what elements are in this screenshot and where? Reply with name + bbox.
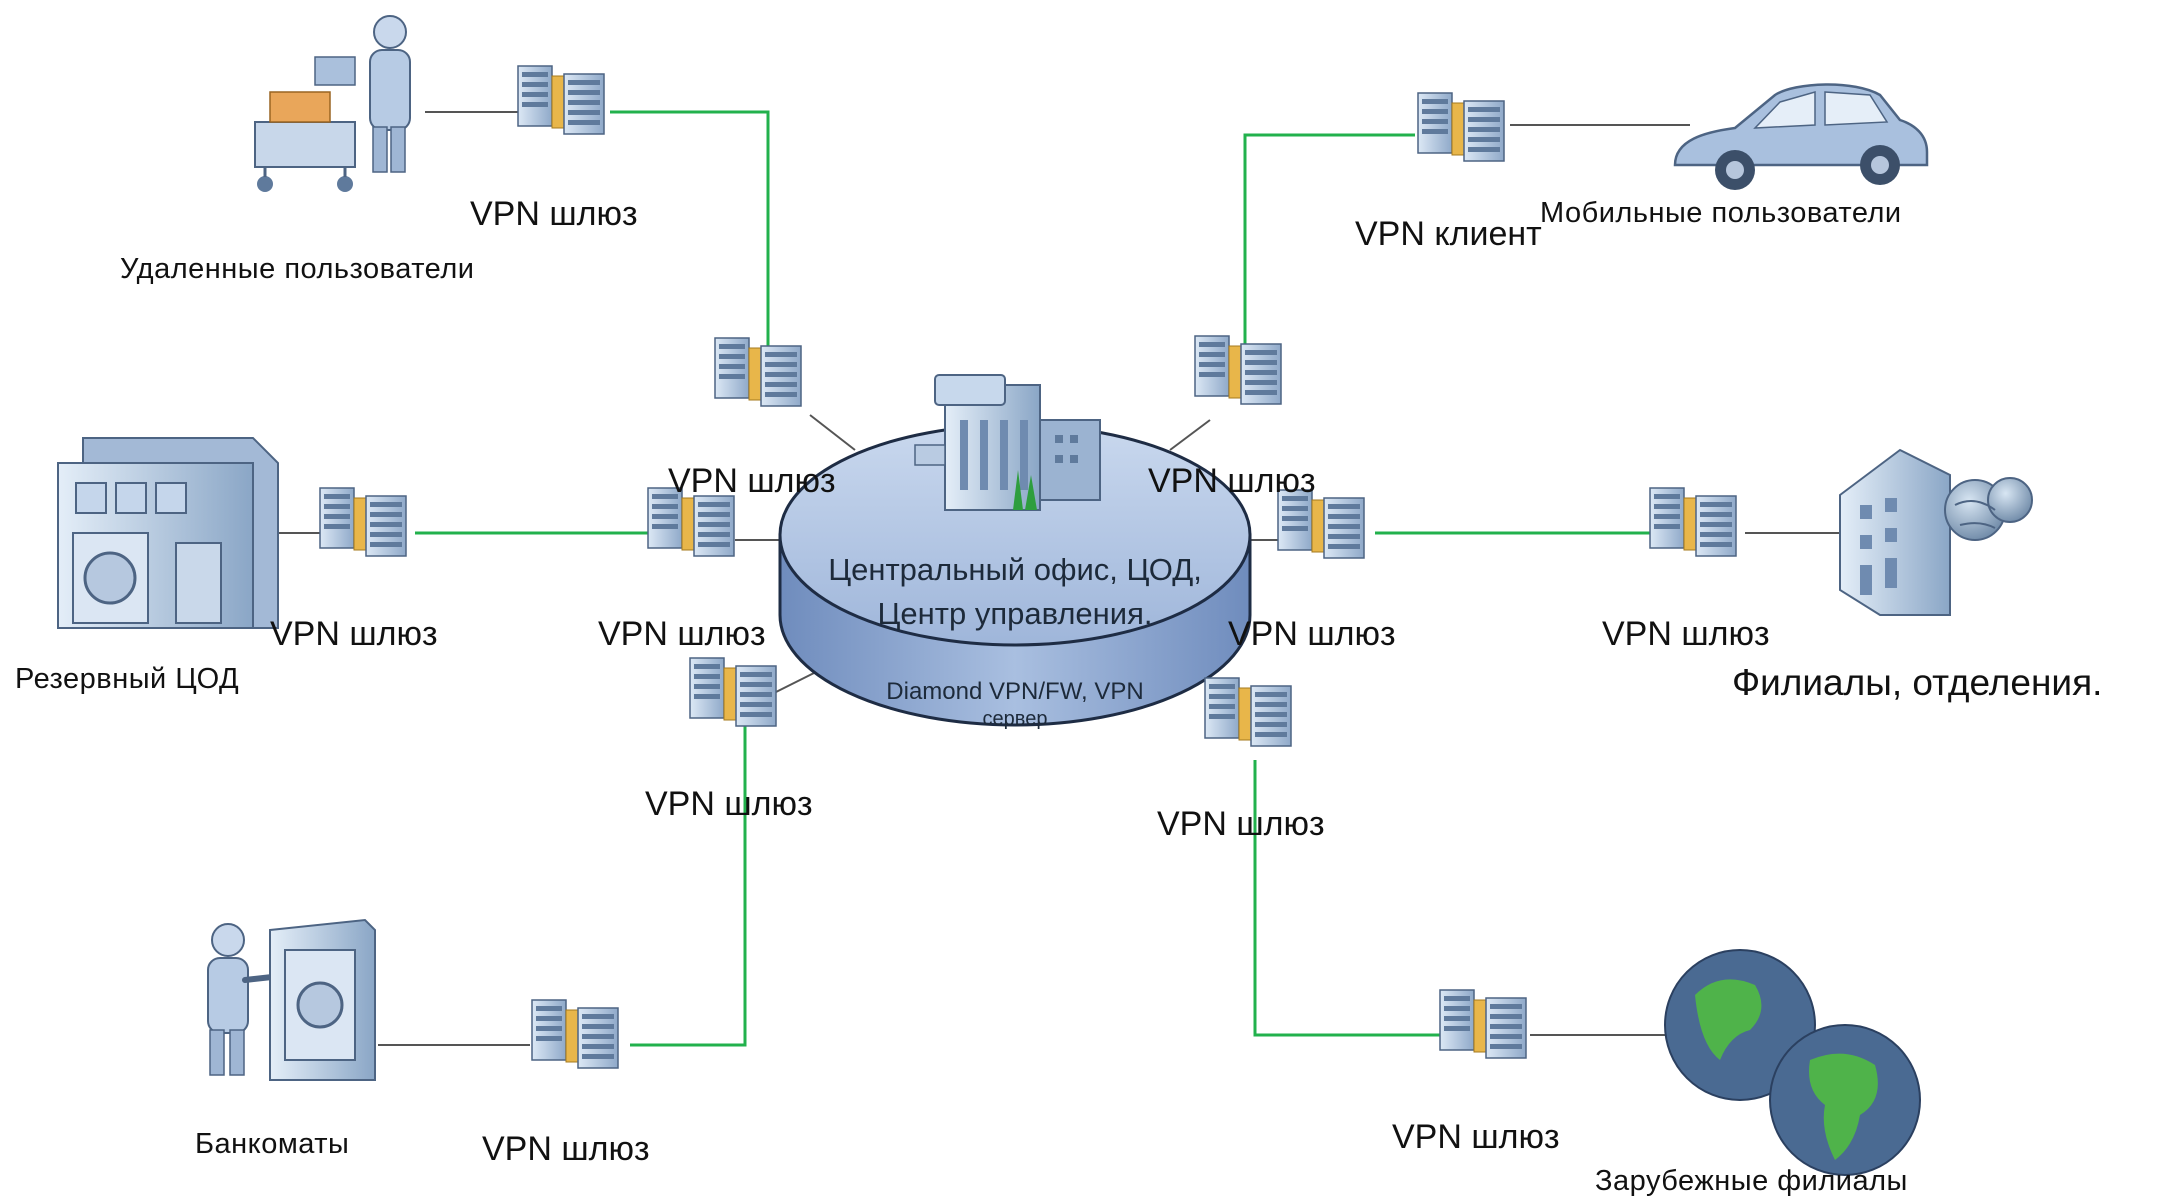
gateway-label-hub-left: VPN шлюз [598, 615, 766, 653]
gateway-label-backup: VPN шлюз [270, 615, 438, 653]
gateway-label-hub-right: VPN шлюз [1228, 615, 1396, 653]
user-with-cart-icon [254, 15, 411, 192]
server-cluster-icon [1439, 989, 1527, 1059]
office-building-icon [914, 374, 1101, 511]
datacenter-icon [57, 437, 279, 629]
server-cluster-icon [1194, 335, 1282, 405]
site-label-atms: Банкоматы [195, 1128, 350, 1160]
links [228, 110, 1855, 1047]
server-cluster-icon [714, 337, 802, 407]
gateway-label-atm: VPN шлюз [482, 1130, 650, 1168]
central-hub [778, 423, 1252, 727]
server-cluster-icon [1417, 92, 1505, 162]
gateway-label-hub-top-right: VPN шлюз [1148, 462, 1316, 500]
server-cluster-icon [517, 65, 605, 135]
server-cluster-icon [319, 487, 407, 557]
site-label-mobile-users: Мобильные пользователи [1540, 197, 1902, 229]
gateway-label-foreign: VPN шлюз [1392, 1118, 1560, 1156]
branch-building-icon [1839, 448, 1951, 616]
site-label-foreign-branches: Зарубежные филиалы [1595, 1165, 1908, 1197]
hub-title-line1: Центральный офис, ЦОД, [828, 552, 1202, 587]
globe-icon [1664, 949, 1921, 1176]
site-label-backup-dc: Резервный ЦОД [15, 663, 240, 695]
hub-subtitle-line2: сервер [982, 708, 1048, 730]
server-cluster-icon [1649, 487, 1737, 557]
globe-icon [1944, 477, 2033, 541]
gateway-label-remote: VPN шлюз [470, 195, 638, 233]
server-cluster-icon [531, 999, 619, 1069]
hub-title-line2: Центр управления. [877, 596, 1153, 631]
site-label-remote-users: Удаленные пользователи [120, 253, 475, 285]
gateway-label-hub-top-left: VPN шлюз [668, 462, 836, 500]
gateway-label-hub-bottom-left: VPN шлюз [645, 785, 813, 823]
gateway-label-branches: VPN шлюз [1602, 615, 1770, 653]
car-icon [1673, 83, 1929, 190]
server-cluster-icon [689, 657, 777, 727]
atm-icon [207, 918, 376, 1081]
gateway-label-mobile-client: VPN клиент [1355, 215, 1542, 253]
hub-subtitle-line1: Diamond VPN/FW, VPN [886, 678, 1144, 705]
gateway-label-hub-bottom-right: VPN шлюз [1157, 805, 1325, 843]
site-label-branches: Филиалы, отделения. [1732, 662, 2103, 703]
